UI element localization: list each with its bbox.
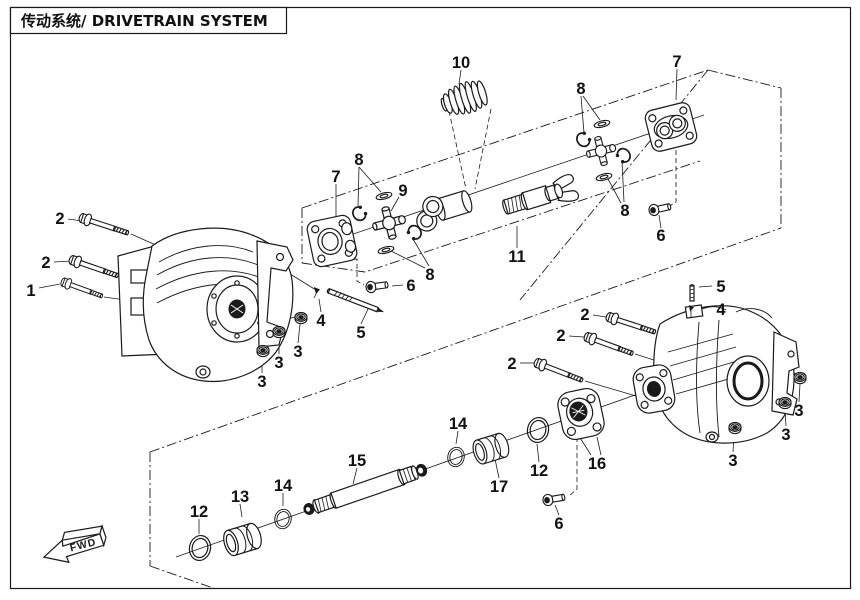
callout-16: 16: [588, 455, 606, 473]
callout-2: 2: [580, 306, 589, 324]
boot-10: [440, 80, 488, 115]
callout-17: 17: [490, 478, 508, 496]
callout-3: 3: [794, 402, 803, 420]
oring-12: [186, 532, 214, 564]
front-differential: [117, 227, 294, 383]
callout-6: 6: [554, 515, 563, 533]
coupler-13: [220, 521, 265, 558]
callout-3: 3: [728, 452, 737, 470]
callout-2: 2: [55, 210, 64, 228]
callout-6: 6: [406, 277, 415, 295]
nut-3: [728, 421, 742, 435]
callout-6: 6: [656, 227, 665, 245]
front-mounting-hardware: [58, 210, 385, 358]
nut-3: [272, 325, 286, 339]
circlip-8: [573, 129, 594, 150]
callout-8: 8: [620, 202, 629, 220]
pin-4: [689, 305, 694, 317]
u-joint-9: [368, 202, 410, 244]
washer-8: [592, 118, 612, 130]
callout-8: 8: [576, 80, 585, 98]
title-block: 传动系统/ DRIVETRAIN SYSTEM: [9, 6, 288, 35]
callout-11: 11: [508, 248, 525, 266]
callout-2: 2: [556, 327, 565, 345]
callout-14: 14: [449, 415, 468, 433]
callout-8: 8: [354, 151, 363, 169]
callout-1: 1: [26, 282, 35, 300]
callout-4: 4: [316, 312, 326, 330]
flange-16: [557, 387, 605, 441]
circlip-8: [349, 203, 370, 224]
callout-12: 12: [530, 462, 548, 480]
nut-3: [778, 396, 792, 410]
callout-3: 3: [293, 343, 302, 361]
flange-yoke-7: [306, 214, 358, 268]
callout-7: 7: [672, 53, 681, 71]
nut-3: [793, 371, 807, 385]
callout-9: 9: [398, 182, 407, 200]
splined-yoke-shaft-11: [502, 173, 580, 215]
callout-3: 3: [274, 354, 283, 372]
callout-13: 13: [231, 488, 249, 506]
pin-4: [313, 287, 320, 299]
boot-callout-line: [474, 108, 492, 190]
bolt-6: [364, 278, 390, 294]
callout-15: 15: [348, 452, 366, 470]
drive-shaft-15: [303, 463, 428, 515]
rear-prop-shaft-assembly: [186, 387, 605, 564]
bolt-2: [77, 210, 131, 240]
callout-7: 7: [331, 168, 340, 186]
callout-5: 5: [356, 324, 365, 342]
flange-yoke-7-upper: [644, 102, 698, 152]
stud-5: [689, 284, 695, 302]
boot-callout-line: [448, 110, 467, 190]
callout-10: 10: [452, 54, 470, 72]
washer-8: [374, 190, 394, 202]
callout-8: 8: [425, 266, 434, 284]
callout-2: 2: [41, 254, 50, 272]
oring-14: [445, 445, 467, 469]
rod-5: [326, 288, 385, 313]
callout-4: 4: [716, 301, 726, 319]
callout-12: 12: [190, 503, 208, 521]
bolt-2: [67, 252, 121, 283]
nut-3: [256, 344, 270, 358]
fwd-arrow: FWD: [42, 524, 107, 564]
page-border: [9, 6, 852, 590]
rear-differential: [632, 304, 800, 444]
callout-labels: 1 2 2 3 3 3 4 5 6 7 8 9 8 10 11 8 8 7 6 …: [26, 53, 803, 533]
slip-yoke: [416, 190, 473, 232]
callout-14: 14: [274, 477, 293, 495]
title-box: [9, 6, 288, 35]
oring-12: [524, 414, 552, 446]
bolt-1: [58, 275, 105, 302]
bolt-6: [647, 200, 673, 218]
page-title: 传动系统/ DRIVETRAIN SYSTEM: [20, 12, 268, 30]
callout-2: 2: [507, 355, 516, 373]
bolt-6: [541, 490, 567, 507]
rear-differential-assembly: [531, 284, 807, 444]
front-prop-shaft-assembly: [306, 80, 698, 294]
washer-8: [594, 171, 614, 183]
coupler-17: [469, 431, 512, 467]
bolt-2: [581, 329, 636, 360]
circlip-8: [613, 145, 634, 166]
callout-5: 5: [716, 278, 725, 296]
bolt-2: [531, 355, 586, 387]
washer-8: [376, 244, 396, 256]
callout-3: 3: [257, 373, 266, 391]
bolt-2: [604, 309, 658, 339]
nut-3: [294, 311, 308, 325]
callout-3: 3: [781, 426, 790, 444]
